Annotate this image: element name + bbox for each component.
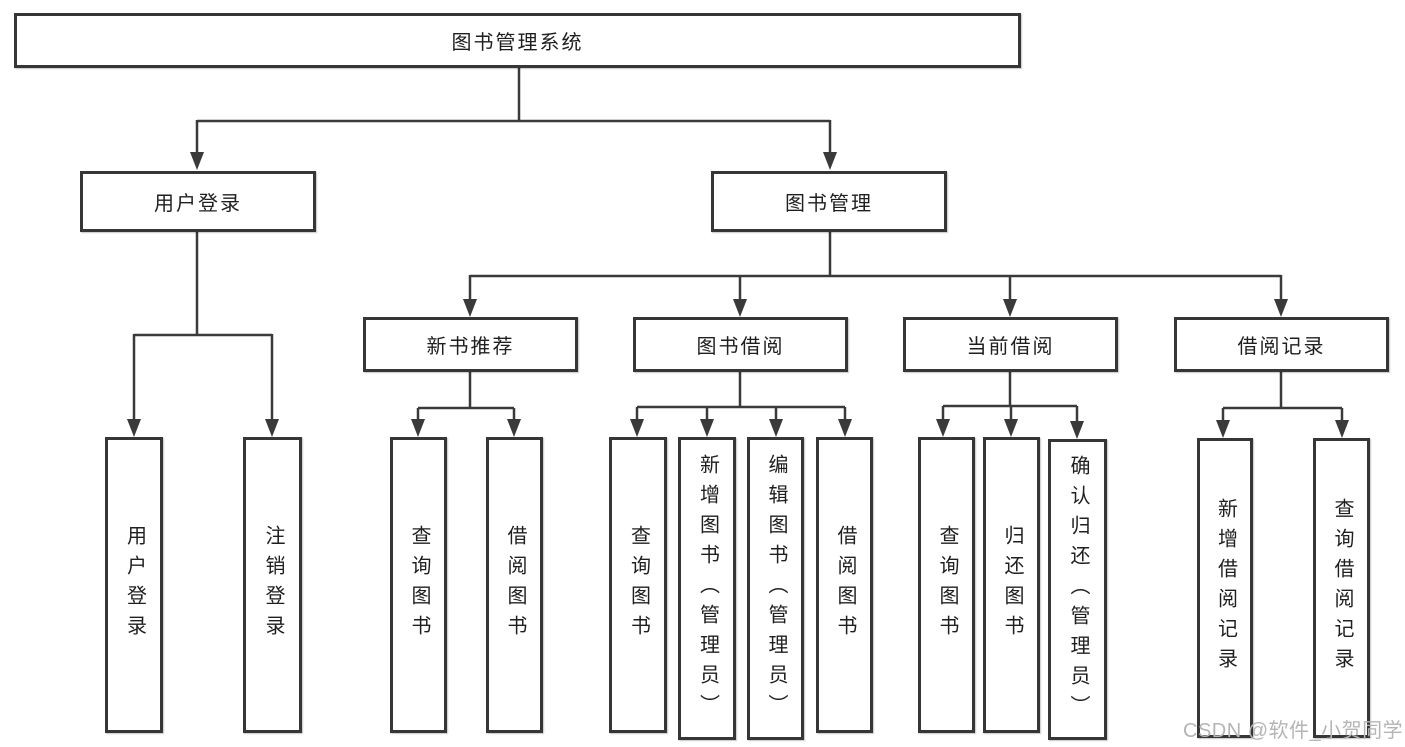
node-root-system: 图书管理系统 (14, 13, 1021, 68)
csdn-watermark: CSDN @软件_小贺同学 (1183, 720, 1404, 742)
leaf-bw-query-books: 查询图书 (609, 437, 667, 733)
leaf-cb-confirm-return-admin: 确认归还（管理员） (1048, 439, 1107, 740)
leaf-cb-confirm-return-admin-label: 确认归还（管理员） (1067, 454, 1089, 725)
node-user-login-label: 用户登录 (154, 193, 242, 215)
leaf-cb-query-books-label: 查询图书 (936, 525, 958, 645)
leaf-rec-query-record-label: 查询借阅记录 (1331, 498, 1353, 678)
leaf-logout-label: 注销登录 (262, 525, 284, 645)
leaf-user-login-label: 用户登录 (123, 525, 146, 645)
node-new-book-recommend: 新书推荐 (363, 317, 578, 372)
node-borrow-records: 借阅记录 (1174, 317, 1389, 372)
leaf-bw-edit-books-admin: 编辑图书（管理员） (747, 437, 804, 740)
leaf-nb-borrow-books: 借阅图书 (486, 437, 543, 733)
leaf-nb-borrow-books-label: 借阅图书 (504, 525, 526, 645)
leaf-rec-query-record: 查询借阅记录 (1313, 438, 1370, 738)
leaf-bw-edit-books-admin-label: 编辑图书（管理员） (765, 453, 787, 724)
leaf-bw-add-books-admin-label: 新增图书（管理员） (696, 453, 719, 724)
leaf-user-login: 用户登录 (105, 437, 163, 733)
node-book-management: 图书管理 (711, 171, 947, 232)
node-current-borrow: 当前借阅 (903, 317, 1118, 372)
leaf-bw-query-books-label: 查询图书 (627, 525, 650, 645)
node-borrow-records-label: 借阅记录 (1237, 336, 1326, 358)
node-root-label: 图书管理系统 (451, 32, 584, 54)
leaf-rec-add-record: 新增借阅记录 (1197, 438, 1253, 738)
leaf-logout: 注销登录 (243, 437, 302, 733)
leaf-nb-query-books: 查询图书 (390, 437, 447, 733)
leaf-bw-add-books-admin: 新增图书（管理员） (678, 437, 736, 740)
node-book-management-label: 图书管理 (785, 193, 873, 215)
node-current-borrow-label: 当前借阅 (966, 336, 1055, 358)
node-book-borrow-label: 图书借阅 (696, 336, 785, 358)
leaf-cb-return-books-label: 归还图书 (1001, 525, 1023, 645)
node-new-book-recommend-label: 新书推荐 (426, 336, 515, 358)
leaf-nb-query-books-label: 查询图书 (408, 525, 430, 645)
node-book-borrow: 图书借阅 (633, 317, 848, 372)
leaf-cb-return-books: 归还图书 (983, 437, 1040, 733)
leaf-bw-borrow-books-label: 借阅图书 (834, 525, 856, 645)
leaf-bw-borrow-books: 借阅图书 (816, 437, 873, 733)
arrowheads (127, 152, 1349, 439)
node-user-login: 用户登录 (80, 171, 316, 232)
leaf-rec-add-record-label: 新增借阅记录 (1214, 498, 1237, 678)
leaf-cb-query-books: 查询图书 (918, 437, 975, 733)
